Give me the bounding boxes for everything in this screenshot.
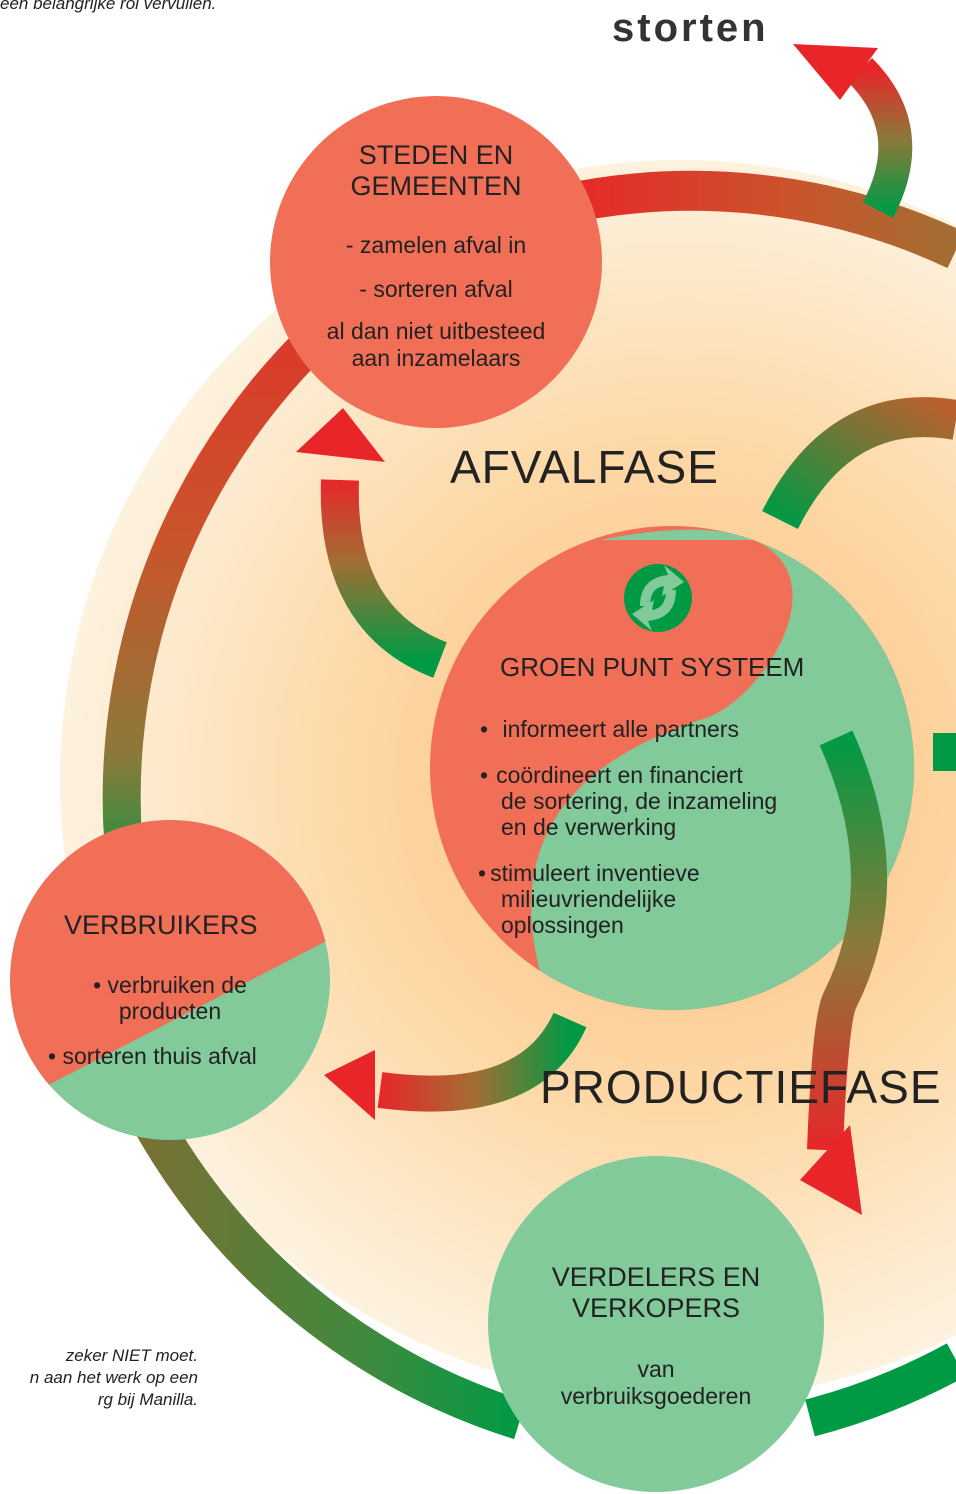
bullet2-line3: en de verwerking: [501, 814, 677, 840]
groen-punt-title: GROEN PUNT SYSTEEM: [500, 652, 805, 682]
verdelers-title-line2: VERKOPERS: [571, 1293, 741, 1323]
verbruikers-b1-line1: • verbruiken de: [93, 972, 247, 998]
verbruikers-bullet1: • verbruiken de producten: [40, 972, 300, 1024]
afval-arrow-shaft: [320, 479, 448, 678]
ring-bottom-arc: [122, 1090, 526, 1440]
groen-punt-bullet1: • informeert alle partners: [480, 716, 739, 743]
verdelers-desc: van verbruiksgoederen: [506, 1356, 806, 1410]
bullet-dot: •: [480, 762, 489, 788]
bullet3-line3: oplossingen: [501, 912, 624, 938]
steden-item1: - zamelen afval in: [345, 232, 527, 258]
afval-arrow-head: [296, 408, 385, 462]
bullet2-line2: de sortering, de inzameling: [501, 788, 778, 814]
storten-arrow-head: [793, 44, 878, 100]
afvalfase-label: AFVALFASE: [450, 441, 719, 493]
bullet3-line1: stimuleert inventieve: [490, 860, 700, 886]
verbruikers-circle: [10, 820, 330, 1140]
bottom-line2: n aan het werk op een: [29, 1368, 198, 1387]
verbruik-arrow-head: [324, 1050, 375, 1120]
productie-arrow-shaft: [807, 730, 888, 1151]
bullet2-line1: coördineert en financiert: [496, 762, 743, 788]
storten-arrow-shaft: [847, 57, 913, 218]
right-edge-stub: [933, 733, 956, 771]
steden-title-line2: GEMEENTEN: [350, 171, 522, 201]
groen-punt-bullet2: • coördineert en financiert de sortering,…: [480, 762, 777, 840]
recycle-arrows-icon: [624, 564, 692, 632]
verbruik-arrow-shaft: [377, 1012, 587, 1112]
verdelers-title: VERDELERS EN VERKOPERS: [506, 1262, 806, 1324]
bullet3-line2: milieuvriendelijke: [501, 886, 677, 912]
bottom-line1: zeker NIET moet.: [65, 1346, 198, 1365]
steden-item3-line2: aan inzamelaars: [351, 345, 521, 371]
bullet-dot: •: [478, 860, 487, 886]
bullet-dot: •: [480, 716, 489, 742]
ring-top-arc: [555, 170, 956, 269]
groen-punt-bullet3: •stimuleert inventieve milieuvriendelijk…: [478, 860, 700, 938]
productiefase-label: PRODUCTIEFASE: [540, 1061, 942, 1113]
verbruikers-bullet2: • sorteren thuis afval: [48, 1043, 257, 1069]
steden-item3-line1: al dan niet uitbesteed: [326, 318, 546, 344]
verdelers-line2: verbruiksgoederen: [560, 1383, 752, 1409]
steden-title-line1: STEDEN EN: [358, 140, 514, 170]
verdelers-line1: van: [637, 1356, 675, 1382]
steden-circle: [270, 96, 602, 428]
storten-label: storten: [612, 6, 769, 50]
productie-arrow-head: [800, 1125, 862, 1215]
verdelers-circle: [488, 1156, 824, 1492]
right-top-arrow: [762, 397, 956, 530]
top-text-fragment: een belangrijke rol vervullen.: [0, 0, 217, 13]
bullet1-text: informeert alle partners: [502, 716, 739, 742]
steden-item2: - sorteren afval: [359, 276, 513, 302]
bottom-line3: rg bij Manilla.: [97, 1390, 198, 1409]
steden-title: STEDEN EN GEMEENTEN: [286, 140, 586, 202]
verdelers-title-line1: VERDELERS EN: [551, 1262, 761, 1292]
bottom-text-fragment: zeker NIET moet. n aan het werk op een r…: [0, 1345, 198, 1411]
verbruikers-b1-line2: producten: [118, 998, 222, 1024]
steden-item3: al dan niet uitbesteed aan inzamelaars: [286, 318, 586, 372]
ring-bottom-right-arc: [805, 1343, 956, 1437]
verbruikers-title: VERBRUIKERS: [64, 910, 258, 940]
